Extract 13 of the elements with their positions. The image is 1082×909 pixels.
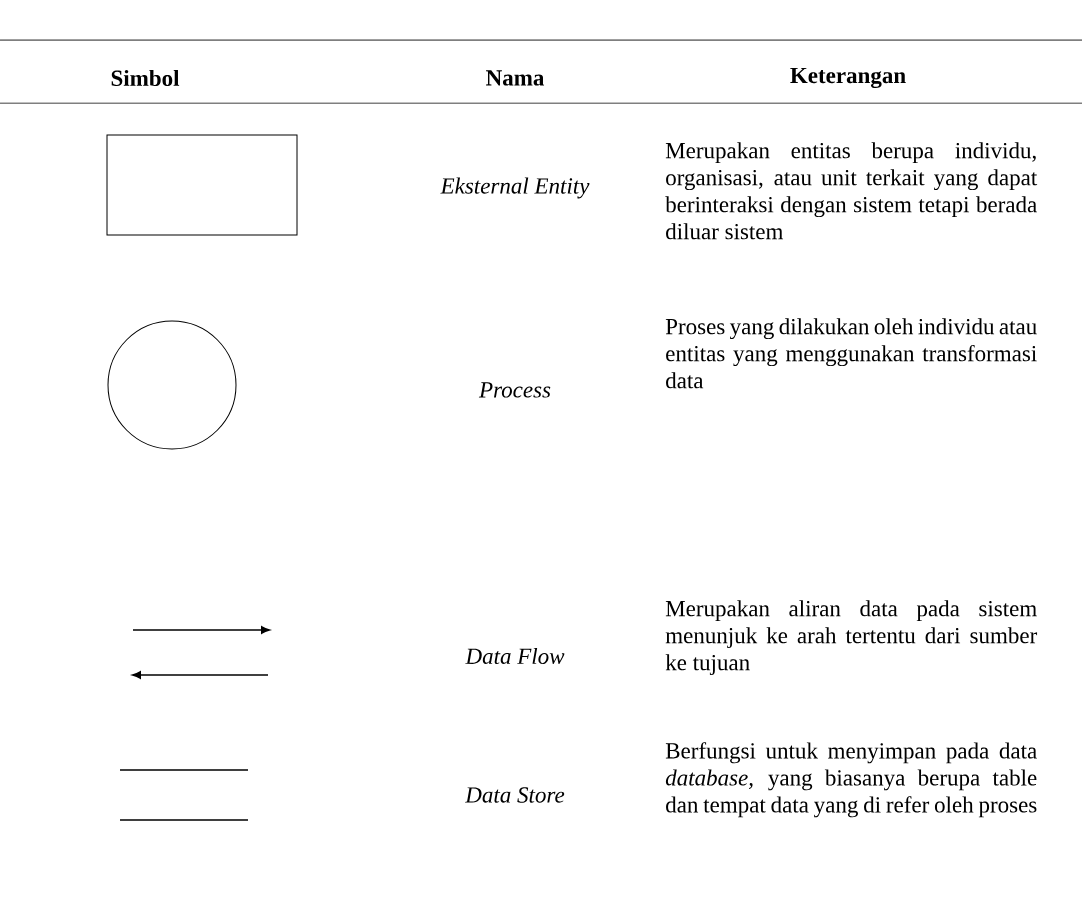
- symbol-name: Eksternal Entity: [440, 177, 590, 199]
- symbol-name: Process: [478, 382, 551, 398]
- description-text: Merupakan aliran data pada sistem menunjuk ke arah tertentu dari sumber ke tujuan: [665, 600, 1038, 676]
- symbol-name: Data Flow: [465, 647, 565, 665]
- column-header: Keterangan: [790, 67, 906, 89]
- description-text: Merupakan entitas berupa individu, organisasi, atau unit terkait yang dapat berinteraksi dengan sistem tetapi berada diluar sistem: [665, 142, 1038, 240]
- symbol-name: Data Store: [465, 787, 565, 803]
- description-text: Berfungsi untuk menyimpan pada data database, yang biasanya berupa table dan tempat data yang di refer oleh proses: [665, 742, 1037, 818]
- column-header: Nama: [486, 70, 545, 86]
- column-header: Simbol: [111, 69, 180, 87]
- circle-symbol: [107, 320, 237, 450]
- rectangle-symbol: [106, 134, 298, 236]
- description-text: Proses yang dilakukan oleh individu atau entitas yang menggunakan transformasi data: [665, 318, 1037, 389]
